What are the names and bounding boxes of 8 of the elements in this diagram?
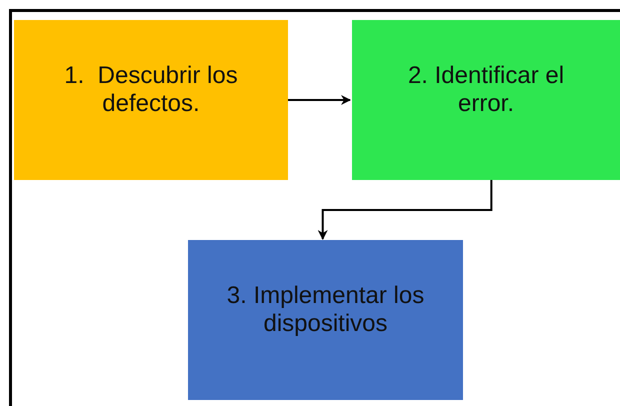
step-text: 1. Descubrir los defectos.: [63, 62, 239, 118]
arrow: [288, 95, 351, 105]
process-box: [188, 240, 463, 400]
step-text: 3. Implementar los dispositivos: [226, 282, 426, 338]
process-box: [14, 20, 288, 180]
arrow: [318, 180, 492, 240]
process-box: [352, 20, 620, 180]
step-text: 2. Identificar el error.: [406, 62, 566, 118]
